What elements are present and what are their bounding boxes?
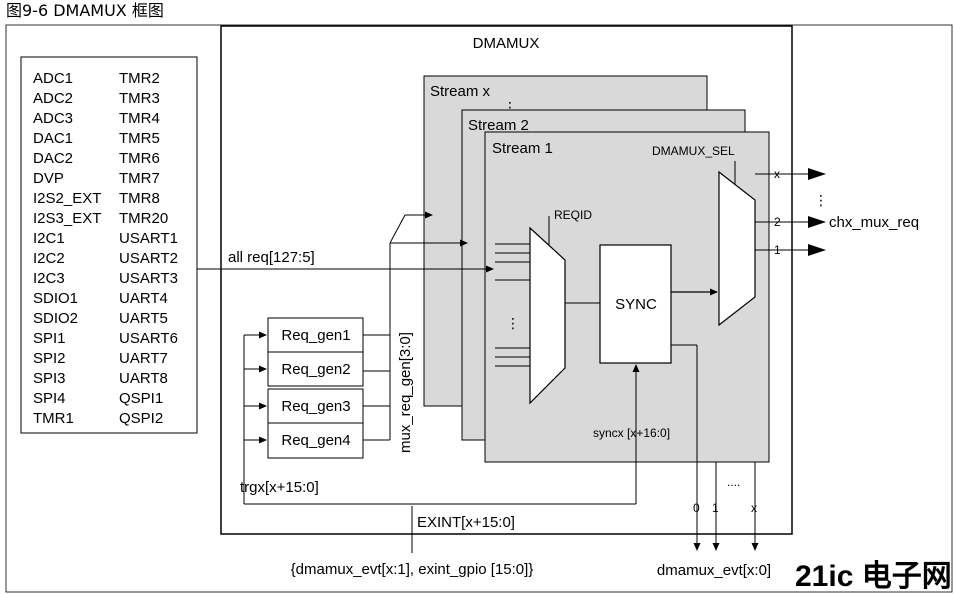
source-adc3: ADC3 <box>33 110 73 127</box>
source-tmr2: TMR2 <box>119 70 160 87</box>
req-gen4-box <box>267 422 364 459</box>
evt-label-0: 0 <box>693 501 700 515</box>
req-gen3-box <box>267 388 364 424</box>
source-uart8: UART8 <box>119 370 168 387</box>
dmamux-evt-input-label: {dmamux_evt[x:1], exint_gpio [15:0]} <box>291 561 534 578</box>
req-gen1-label: Req_gen1 <box>281 327 350 344</box>
evt-label-x: x <box>751 501 757 515</box>
source-adc1: ADC1 <box>33 70 73 87</box>
source-qspi2: QSPI2 <box>119 410 163 427</box>
source-tmr6: TMR6 <box>119 150 160 167</box>
reqid-label: REQID <box>554 208 592 222</box>
trigger-bus <box>243 331 640 505</box>
source-dac1: DAC1 <box>33 130 73 147</box>
source-usart3: USART3 <box>119 270 178 287</box>
event-output-lines <box>671 344 759 551</box>
source-uart4: UART4 <box>119 290 168 307</box>
evt-dots: .... <box>727 475 740 489</box>
sync-box <box>599 244 672 364</box>
source-dvp: DVP <box>33 170 64 187</box>
dmamux-evt-output-label: dmamux_evt[x:0] <box>657 562 771 579</box>
out-label-2: 2 <box>774 215 781 229</box>
source-uart7: UART7 <box>119 350 168 367</box>
stream-2-label: Stream 2 <box>468 117 529 134</box>
source-tmr7: TMR7 <box>119 170 160 187</box>
source-spi4: SPI4 <box>33 390 66 407</box>
source-dac2: DAC2 <box>33 150 73 167</box>
output-mux <box>718 170 756 327</box>
source-spi3: SPI3 <box>33 370 66 387</box>
source-sdio2: SDIO2 <box>33 310 78 327</box>
source-usart6: USART6 <box>119 330 178 347</box>
evt-label-1: 1 <box>712 501 719 515</box>
req-gen-outputs <box>363 269 391 441</box>
trgx-label: trgx[x+15:0] <box>240 479 319 496</box>
all-req-label: all req[127:5] <box>228 249 315 266</box>
source-usart2: USART2 <box>119 250 178 267</box>
dmamux-title: DMAMUX <box>473 35 540 52</box>
mux-input-lines <box>495 243 530 367</box>
mux-input-dots: ⋮ <box>506 315 520 331</box>
req-gen2-label: Req_gen2 <box>281 361 350 378</box>
out-label-1: 1 <box>774 243 781 257</box>
source-spi2: SPI2 <box>33 350 66 367</box>
request-mux <box>529 226 566 405</box>
source-qspi1: QSPI1 <box>119 390 163 407</box>
exint-label: EXINT[x+15:0] <box>417 514 515 531</box>
chx-mux-req-label: chx_mux_req <box>829 214 919 231</box>
source-i2c3: I2C3 <box>33 270 65 287</box>
source-spi1: SPI1 <box>33 330 66 347</box>
source-tmr8: TMR8 <box>119 190 160 207</box>
source-i2s2-ext: I2S2_EXT <box>33 190 101 207</box>
dmamux-sel-label: DMAMUX_SEL <box>652 144 735 158</box>
source-sdio1: SDIO1 <box>33 290 78 307</box>
source-tmr1: TMR1 <box>33 410 74 427</box>
source-uart5: UART5 <box>119 310 168 327</box>
source-tmr5: TMR5 <box>119 130 160 147</box>
req-gen1-box <box>267 317 364 353</box>
all-req-branch-diag <box>389 214 406 244</box>
source-adc2: ADC2 <box>33 90 73 107</box>
out-label-x: x <box>774 167 780 181</box>
stream-x-label: Stream x <box>430 83 491 100</box>
source-i2s3-ext: I2S3_EXT <box>33 210 101 227</box>
outer-frame <box>5 24 953 593</box>
request-generators <box>267 317 364 459</box>
stream-1-label: Stream 1 <box>492 140 553 157</box>
req-gen3-label: Req_gen3 <box>281 398 350 415</box>
source-i2c2: I2C2 <box>33 250 65 267</box>
req-gen2-box <box>267 351 364 387</box>
sources-right-column: TMR2TMR3TMR4TMR5TMR6TMR7TMR8TMR20USART1U… <box>119 70 178 427</box>
watermark-logo: 21ic 电子网 <box>795 560 952 593</box>
figure-caption: 图9-6 DMAMUX 框图 <box>6 1 164 20</box>
source-usart1: USART1 <box>119 230 178 247</box>
source-tmr20: TMR20 <box>119 210 168 227</box>
syncx-label: syncx [x+16:0] <box>593 426 670 440</box>
source-i2c1: I2C1 <box>33 230 65 247</box>
sync-label: SYNC <box>615 296 657 313</box>
source-tmr4: TMR4 <box>119 110 160 127</box>
request-sources-box <box>20 56 198 434</box>
req-gen4-label: Req_gen4 <box>281 432 350 449</box>
source-tmr3: TMR3 <box>119 90 160 107</box>
mux-req-gen-label: mux_req_gen[3:0] <box>397 332 414 453</box>
out-dots: ⋮ <box>814 192 828 208</box>
